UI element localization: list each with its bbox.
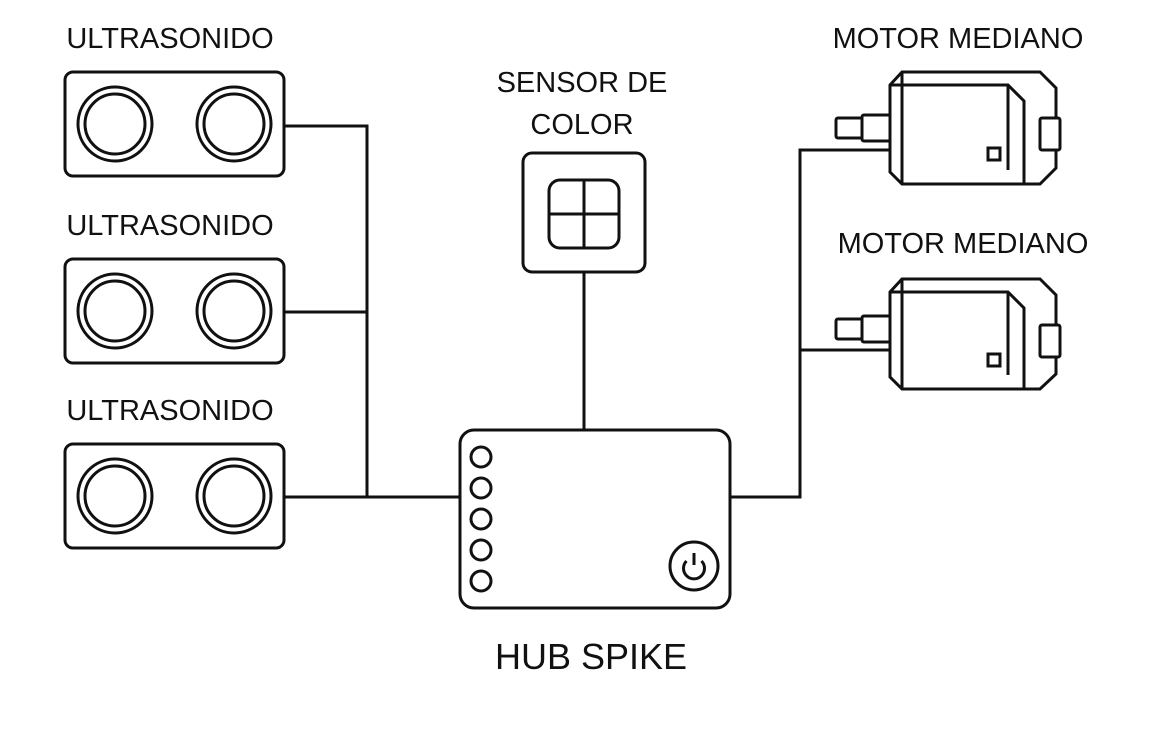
hub-port-1: [469, 445, 493, 469]
hub-body: [458, 428, 732, 610]
ultrasonic-eye-icon: [195, 85, 273, 163]
hub-label: HUB SPIKE: [495, 636, 687, 677]
ultrasonic-label: ULTRASONIDO: [66, 23, 273, 55]
motor-body: [888, 70, 1062, 186]
ultrasonic-body: [63, 70, 286, 178]
ultrasonic-eye-icon: [76, 457, 154, 535]
ultrasonic-sensor-1: ULTRASONIDO: [63, 23, 286, 178]
ultrasonic-eye-icon: [195, 457, 273, 535]
hub-port-2: [469, 476, 493, 500]
hub-spike: HUB SPIKE: [458, 428, 732, 677]
ultrasonic-sensor-2: ULTRASONIDO: [63, 210, 286, 365]
medium-motor-1: MOTOR MEDIANO: [833, 23, 1084, 186]
ultrasonic-body: [63, 442, 286, 550]
color-sensor: SENSOR DE COLOR: [497, 67, 668, 274]
connection-wires: [284, 124, 890, 499]
ultrasonic-label: ULTRASONIDO: [66, 395, 273, 427]
ultrasonic-body: [63, 257, 286, 365]
hub-ports: [469, 445, 493, 593]
motor-label: MOTOR MEDIANO: [838, 228, 1089, 260]
ultrasonic-eye-icon: [195, 272, 273, 350]
hub-port-5: [469, 569, 493, 593]
color-sensor-label-line2: COLOR: [530, 109, 633, 141]
ultrasonic-eye-icon: [76, 272, 154, 350]
ultrasonic-eye-icon: [76, 85, 154, 163]
ultrasonic-sensor-3: ULTRASONIDO: [63, 395, 286, 550]
color-sensor-icon: [547, 178, 621, 250]
power-icon: [668, 540, 720, 592]
hub-port-3: [469, 507, 493, 531]
motor-label: MOTOR MEDIANO: [833, 23, 1084, 55]
motor-body: [888, 277, 1062, 391]
motor-shaft: [834, 113, 894, 143]
motor-shaft: [834, 314, 894, 344]
color-sensor-label-line1: SENSOR DE: [497, 67, 668, 99]
hub-port-4: [469, 538, 493, 562]
medium-motor-2: MOTOR MEDIANO: [834, 228, 1089, 391]
ultrasonic-label: ULTRASONIDO: [66, 210, 273, 242]
